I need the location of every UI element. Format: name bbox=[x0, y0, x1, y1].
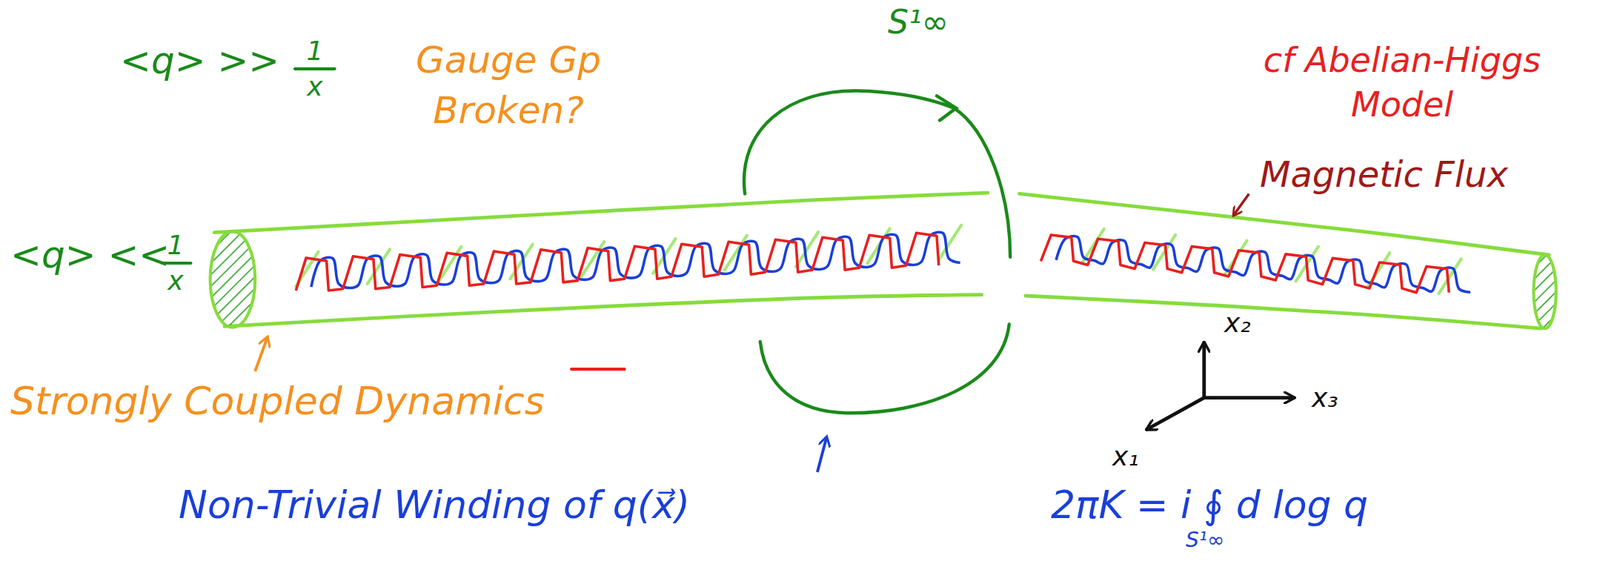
flux-lines bbox=[295, 231, 1471, 292]
coordinate-axes bbox=[1147, 342, 1294, 430]
condensate-large: <q> >> bbox=[120, 38, 280, 84]
axis-label: x₃ bbox=[1311, 381, 1339, 414]
field-line bbox=[295, 232, 939, 291]
winding-circle bbox=[744, 90, 1011, 413]
field-line bbox=[1040, 234, 1449, 293]
leader-arrow bbox=[817, 437, 827, 473]
leader-arrow bbox=[254, 337, 268, 371]
fraction-numerator: 1 bbox=[157, 229, 195, 261]
comparison-note: cf Abelian-Higgs Model bbox=[1224, 38, 1580, 128]
circle-label: S¹∞ bbox=[887, 2, 949, 43]
tube-edge bbox=[214, 192, 988, 233]
axis-label: x₁ bbox=[1112, 440, 1140, 473]
fraction-denominator: x bbox=[157, 265, 195, 296]
tube-edge bbox=[224, 294, 982, 327]
tube-hatch bbox=[367, 249, 390, 284]
tube-edge bbox=[1019, 193, 1550, 255]
gauge-note: Gauge Gp Broken? bbox=[382, 35, 635, 136]
fraction-numerator: 1 bbox=[292, 35, 338, 66]
red-dash bbox=[571, 367, 625, 371]
flux-label: Magnetic Flux bbox=[1259, 153, 1509, 197]
tube-end bbox=[210, 231, 256, 327]
axis-label: x₂ bbox=[1224, 306, 1251, 339]
dynamics-note: Strongly Coupled Dynamics bbox=[10, 377, 545, 424]
tube-edge bbox=[1025, 295, 1541, 329]
flux-tube bbox=[210, 192, 1557, 329]
tube-hatch bbox=[938, 225, 962, 261]
fraction-denominator: x bbox=[292, 71, 338, 102]
leader-arrow bbox=[1233, 193, 1250, 215]
winding-note: Non-Trivial Winding of q(x⃗) bbox=[178, 481, 690, 528]
contour-subscript: S¹∞ bbox=[1185, 527, 1225, 553]
fraction-bar bbox=[294, 67, 335, 71]
condensate-small: <q> << bbox=[10, 232, 170, 278]
winding-formula: 2πK = i ∮ d log q bbox=[1050, 481, 1369, 528]
tube-end bbox=[1534, 254, 1557, 329]
